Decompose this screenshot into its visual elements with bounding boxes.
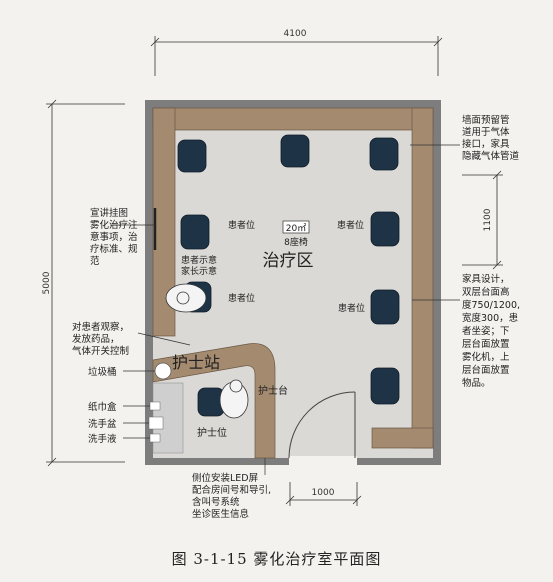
top-dimension bbox=[150, 36, 443, 76]
area-box bbox=[282, 220, 310, 234]
left-observe-annotation: 对患者观察， 发放药品， 气体开关控制 bbox=[72, 321, 132, 357]
nurse-station-label: 护士站 bbox=[172, 353, 220, 372]
patient-chair bbox=[370, 367, 400, 405]
right-dimension-label: 1100 bbox=[483, 208, 493, 231]
seat-count: 8座椅 bbox=[284, 236, 308, 248]
patient-chair bbox=[370, 211, 400, 247]
family-notice-label: 家长示意 bbox=[181, 265, 217, 277]
patient-seat-label: 患者位 bbox=[337, 219, 364, 231]
patient-chair bbox=[369, 137, 399, 171]
top-dimension-label: 4100 bbox=[284, 29, 307, 39]
soap-label: 洗手液 bbox=[88, 433, 117, 445]
tissue-box bbox=[149, 401, 161, 411]
figure-caption: 图 3-1-15 雾化治疗室平面图 bbox=[171, 550, 382, 568]
patient-chair bbox=[180, 214, 210, 250]
zone-title: 治疗区 bbox=[263, 251, 314, 271]
nurse-seat-label: 护士位 bbox=[197, 426, 227, 439]
left-board-annotation: 宣讲挂图 雾化治疗注 意事项，治 疗标准、规 范 bbox=[90, 207, 141, 267]
tissue-box-label: 纸巾盒 bbox=[88, 401, 117, 413]
patient-notice-label: 患者示意 bbox=[181, 254, 217, 266]
patient-figure bbox=[165, 283, 207, 313]
patient-chair bbox=[177, 139, 207, 173]
nurse-desk-label: 护士台 bbox=[258, 384, 288, 397]
patient-chair bbox=[280, 134, 310, 168]
floor-plan: 4100 5000 1100 1000 bbox=[42, 29, 523, 520]
bottom-dimension-label: 1000 bbox=[312, 488, 335, 498]
door bbox=[288, 391, 356, 459]
bottom-led-annotation: 侧位安装LED屏 配合房间号和导引, 含叫号系统 坐诊医生信息 bbox=[192, 472, 274, 520]
counters bbox=[152, 107, 434, 449]
leader-lines bbox=[110, 144, 460, 475]
trash-bin-label: 垃圾桶 bbox=[88, 366, 117, 378]
left-dimension-label: 5000 bbox=[42, 271, 52, 294]
sink bbox=[148, 416, 164, 430]
right-dimension bbox=[462, 170, 503, 270]
soap-dispenser bbox=[149, 433, 161, 443]
area-label: 20㎡ bbox=[286, 223, 306, 234]
sink-label: 洗手盆 bbox=[88, 418, 117, 430]
trash-bin bbox=[154, 362, 172, 380]
nurse-figure bbox=[219, 379, 249, 419]
right-top-annotation: 墙面预留管 道用于气体 接口，家具 隐藏气体管道 bbox=[462, 114, 520, 162]
right-middle-annotation: 家具设计， 双层台面高 度750/1200, 宽度300，患 者坐姿；下 层台面… bbox=[462, 273, 523, 389]
bottom-dimension bbox=[285, 482, 362, 506]
patient-chair bbox=[370, 289, 400, 325]
nurse-station-desk bbox=[152, 343, 276, 459]
patient-seat-label: 患者位 bbox=[228, 292, 255, 304]
patient-seat-label: 患者位 bbox=[338, 302, 365, 314]
door-opening bbox=[289, 456, 357, 468]
patient-seat-label: 患者位 bbox=[228, 219, 255, 231]
left-dimension bbox=[46, 99, 125, 467]
